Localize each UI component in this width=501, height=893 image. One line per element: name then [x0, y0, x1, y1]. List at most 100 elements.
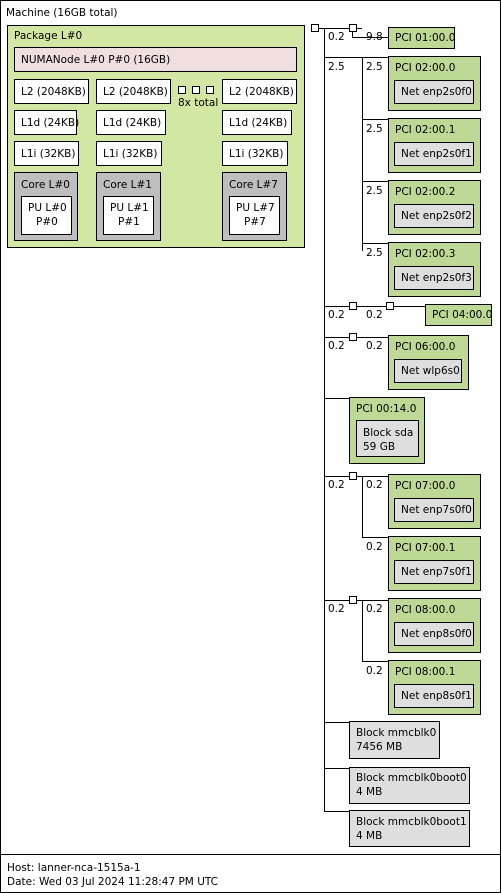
net-enp2s0f3-label: Net enp2s0f3	[401, 272, 472, 284]
link-pci07-h1	[324, 476, 350, 477]
link-label-pci02-bridge: 2.5	[328, 61, 345, 73]
link-pci07-h2	[357, 476, 388, 477]
link-label-pci04-a: 0.2	[328, 309, 345, 321]
bridge-connector-04b	[386, 302, 394, 310]
l2-cache-1	[96, 79, 171, 104]
core-7-label: Core L#7	[229, 179, 278, 191]
l2-cache-0	[14, 79, 89, 104]
legend-box	[0, 854, 501, 893]
link-pci02-2	[362, 181, 388, 182]
bridge-connector-01	[349, 24, 357, 32]
link-label-pci02-1: 2.5	[366, 123, 383, 135]
link-label-top-b: 9.8	[366, 31, 383, 43]
pu-7-p: P#7	[244, 216, 266, 228]
l1i-cache-7	[222, 141, 288, 166]
pu-1-p: P#1	[118, 216, 140, 228]
block-mmcblk0	[349, 721, 440, 759]
link-pci02-h	[324, 57, 362, 58]
net-enp2s0f0	[394, 80, 474, 104]
block-mmcblk0boot1-size: 4 MB	[356, 830, 383, 842]
pci-04-00-0-label: PCI 04:00.0	[432, 309, 493, 321]
machine-title: Machine (16GB total)	[6, 7, 118, 19]
pu-0-p: P#0	[36, 216, 58, 228]
link-label-pci02-2: 2.5	[366, 185, 383, 197]
block-mmcblk0-label: Block mmcblk0	[356, 727, 437, 739]
link-pci08-1	[362, 661, 388, 662]
pu-7-label: PU L#7	[236, 202, 275, 214]
host-label: Host: lanner-nca-1515a-1	[7, 862, 141, 874]
net-enp2s0f1	[394, 142, 474, 166]
block-mmcblk0boot0-size: 4 MB	[356, 786, 383, 798]
l2-cache-7-label: L2 (2048KB)	[229, 86, 294, 98]
core-0-label: Core L#0	[21, 179, 70, 191]
net-enp8s0f0-label: Net enp8s0f0	[401, 628, 472, 640]
block-mmcblk0boot0-label: Block mmcblk0boot0	[356, 772, 467, 784]
link-pci06-h1	[324, 337, 350, 338]
block-sda-size: 59 GB	[363, 441, 396, 453]
pci-02-00-0-label: PCI 02:00.0	[395, 62, 456, 74]
link-label-pci06-a: 0.2	[328, 340, 345, 352]
numa-node-label: NUMANode L#0 P#0 (16GB)	[21, 54, 171, 66]
link-label-pci08-0: 0.2	[366, 603, 383, 615]
net-enp2s0f2-label: Net enp2s0f2	[401, 210, 472, 222]
l1d-cache-0	[14, 110, 77, 135]
io-trunk	[324, 32, 325, 812]
link-label-pci06-b: 0.2	[366, 340, 383, 352]
l1d-cache-7-label: L1d (24KB)	[229, 117, 288, 129]
net-enp7s0f0	[394, 498, 474, 522]
link-pci04-h3	[394, 306, 426, 307]
pci-04-00-0	[425, 304, 492, 326]
l2-cache-0-label: L2 (2048KB)	[21, 86, 86, 98]
bridge-connector-06	[349, 333, 357, 341]
pci-07-00-0-label: PCI 07:00.0	[395, 480, 456, 492]
block-sda-label: Block sda	[363, 427, 414, 439]
bridge-connector-04a	[349, 302, 357, 310]
link-pci02-0	[362, 57, 388, 58]
link-pci02-1	[362, 119, 388, 120]
pu-1	[103, 196, 154, 235]
l2-cache-7	[222, 79, 297, 104]
net-enp7s0f0-label: Net enp7s0f0	[401, 504, 472, 516]
block-mmcblk0boot1-label: Block mmcblk0boot1	[356, 816, 467, 828]
block-mmcblk0-size: 7456 MB	[356, 741, 403, 753]
link-pci01-h	[352, 37, 388, 38]
l1d-cache-1-label: L1d (24KB)	[103, 117, 162, 129]
link-label-pci07-1: 0.2	[366, 541, 383, 553]
pci-07-00-1-label: PCI 07:00.1	[395, 542, 456, 554]
core-1-label: Core L#1	[103, 179, 152, 191]
net-wlp6s0	[394, 359, 462, 383]
link-label-pci08-a: 0.2	[328, 603, 345, 615]
link-mmcblk0	[324, 722, 349, 723]
total-label: 8x total	[178, 97, 219, 109]
more-indicator-2	[192, 86, 200, 94]
pci-01-00-0-label: PCI 01:00.0	[395, 32, 456, 44]
link-label-top-a: 0.2	[328, 31, 345, 43]
link-pci04-h1	[324, 306, 350, 307]
net-enp7s0f1-label: Net enp7s0f1	[401, 566, 472, 578]
net-enp2s0f2	[394, 204, 474, 228]
link-mmcblk0boot0	[324, 768, 349, 769]
io-root-down	[324, 28, 325, 34]
pci-02-00-3-label: PCI 02:00.3	[395, 248, 456, 260]
date-label: Date: Wed 03 Jul 2024 11:28:47 PM UTC	[7, 876, 219, 888]
link-label-pci07-0: 0.2	[366, 479, 383, 491]
block-mmcblk0boot0	[349, 767, 470, 804]
link-pci01	[357, 28, 362, 29]
link-label-pci02-3: 2.5	[366, 247, 383, 259]
link-pci02-v	[362, 57, 363, 251]
link-pci08-h2	[357, 600, 388, 601]
io-root-link	[319, 28, 349, 29]
net-enp8s0f1-label: Net enp8s0f1	[401, 690, 472, 702]
l1d-cache-7	[222, 110, 292, 135]
bridge-connector-07	[349, 472, 357, 480]
more-indicator-3	[206, 86, 214, 94]
l2-cache-1-label: L2 (2048KB)	[103, 86, 168, 98]
l1i-cache-0	[14, 141, 79, 166]
pci-08-00-1-label: PCI 08:00.1	[395, 666, 456, 678]
link-pci02-3	[362, 243, 388, 244]
link-pci08-h1	[324, 600, 350, 601]
link-label-pci07-a: 0.2	[328, 479, 345, 491]
net-enp2s0f3	[394, 266, 474, 290]
pci-01-00-0	[388, 27, 455, 49]
link-pci08-v	[362, 600, 363, 662]
